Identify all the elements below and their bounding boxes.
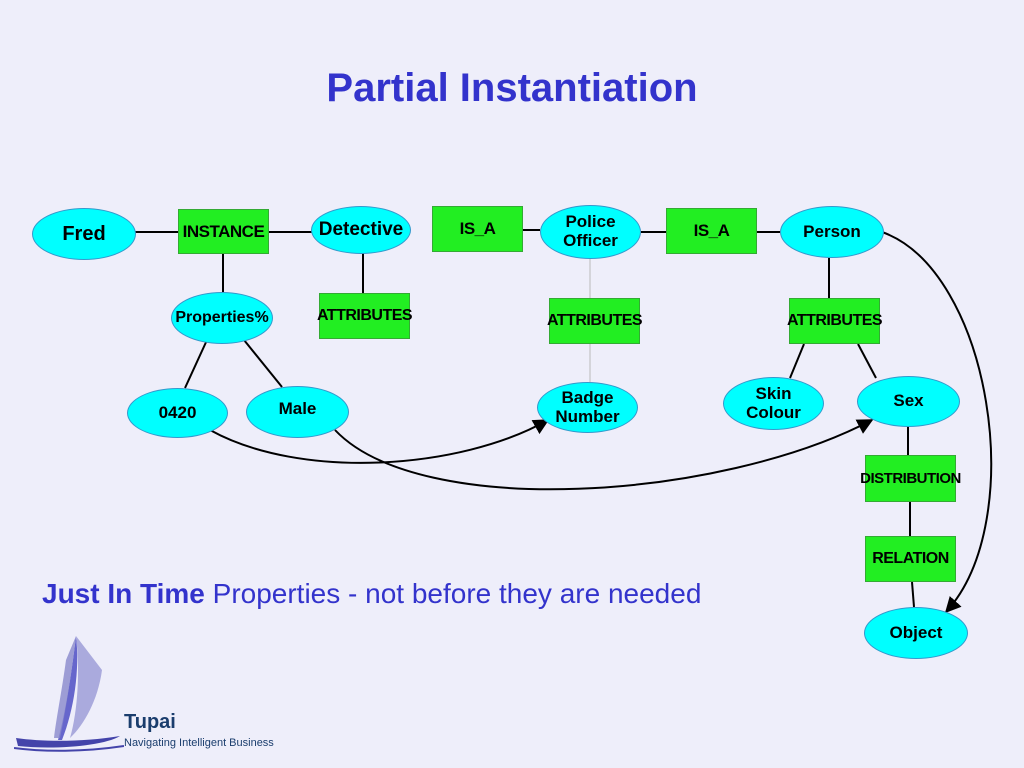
logo-subtitle: Navigating Intelligent Business (124, 737, 274, 749)
node-is-a-1: IS_A (432, 206, 523, 252)
node-0420: 0420 (127, 388, 228, 438)
tagline-emphasis: Just In Time (42, 578, 205, 609)
tagline: Just In Time Properties - not before the… (42, 578, 701, 610)
node-attributes-detective: ATTRIBUTES (317, 293, 413, 339)
node-instance: INSTANCE (178, 209, 269, 254)
arrow-person-object (881, 231, 993, 614)
connector-properties-0420 (184, 339, 208, 389)
arrow-0420-badge (209, 419, 550, 464)
tagline-rest: Properties - not before they are needed (204, 578, 702, 609)
connector-properties-male (243, 339, 283, 388)
node-skin-colour: Skin Colour (723, 377, 824, 430)
node-attributes-person: ATTRIBUTES (787, 298, 883, 344)
sailboat-logo-icon (14, 636, 124, 752)
arrow-male-sex (334, 419, 874, 491)
node-object: Object (864, 607, 968, 659)
node-fred: Fred (32, 208, 136, 260)
page-title: Partial Instantiation (326, 66, 698, 110)
node-police-officer: Police Officer (540, 205, 641, 259)
connector-relation-object (911, 581, 915, 608)
node-male: Male (246, 386, 349, 438)
node-detective: Detective (311, 206, 411, 254)
connector-attributes-sex (857, 343, 877, 379)
node-person: Person (780, 206, 884, 258)
node-is-a-2: IS_A (666, 208, 757, 254)
connector-attributes-skin (789, 343, 805, 379)
node-distribution: DISTRIBUTION (860, 455, 961, 502)
node-relation: RELATION (865, 536, 956, 582)
node-attributes-police: ATTRIBUTES (547, 298, 643, 344)
node-properties: Properties% (171, 292, 273, 344)
node-badge-number: Badge Number (537, 382, 638, 433)
logo-name: Tupai (124, 711, 176, 733)
node-sex: Sex (857, 376, 960, 427)
